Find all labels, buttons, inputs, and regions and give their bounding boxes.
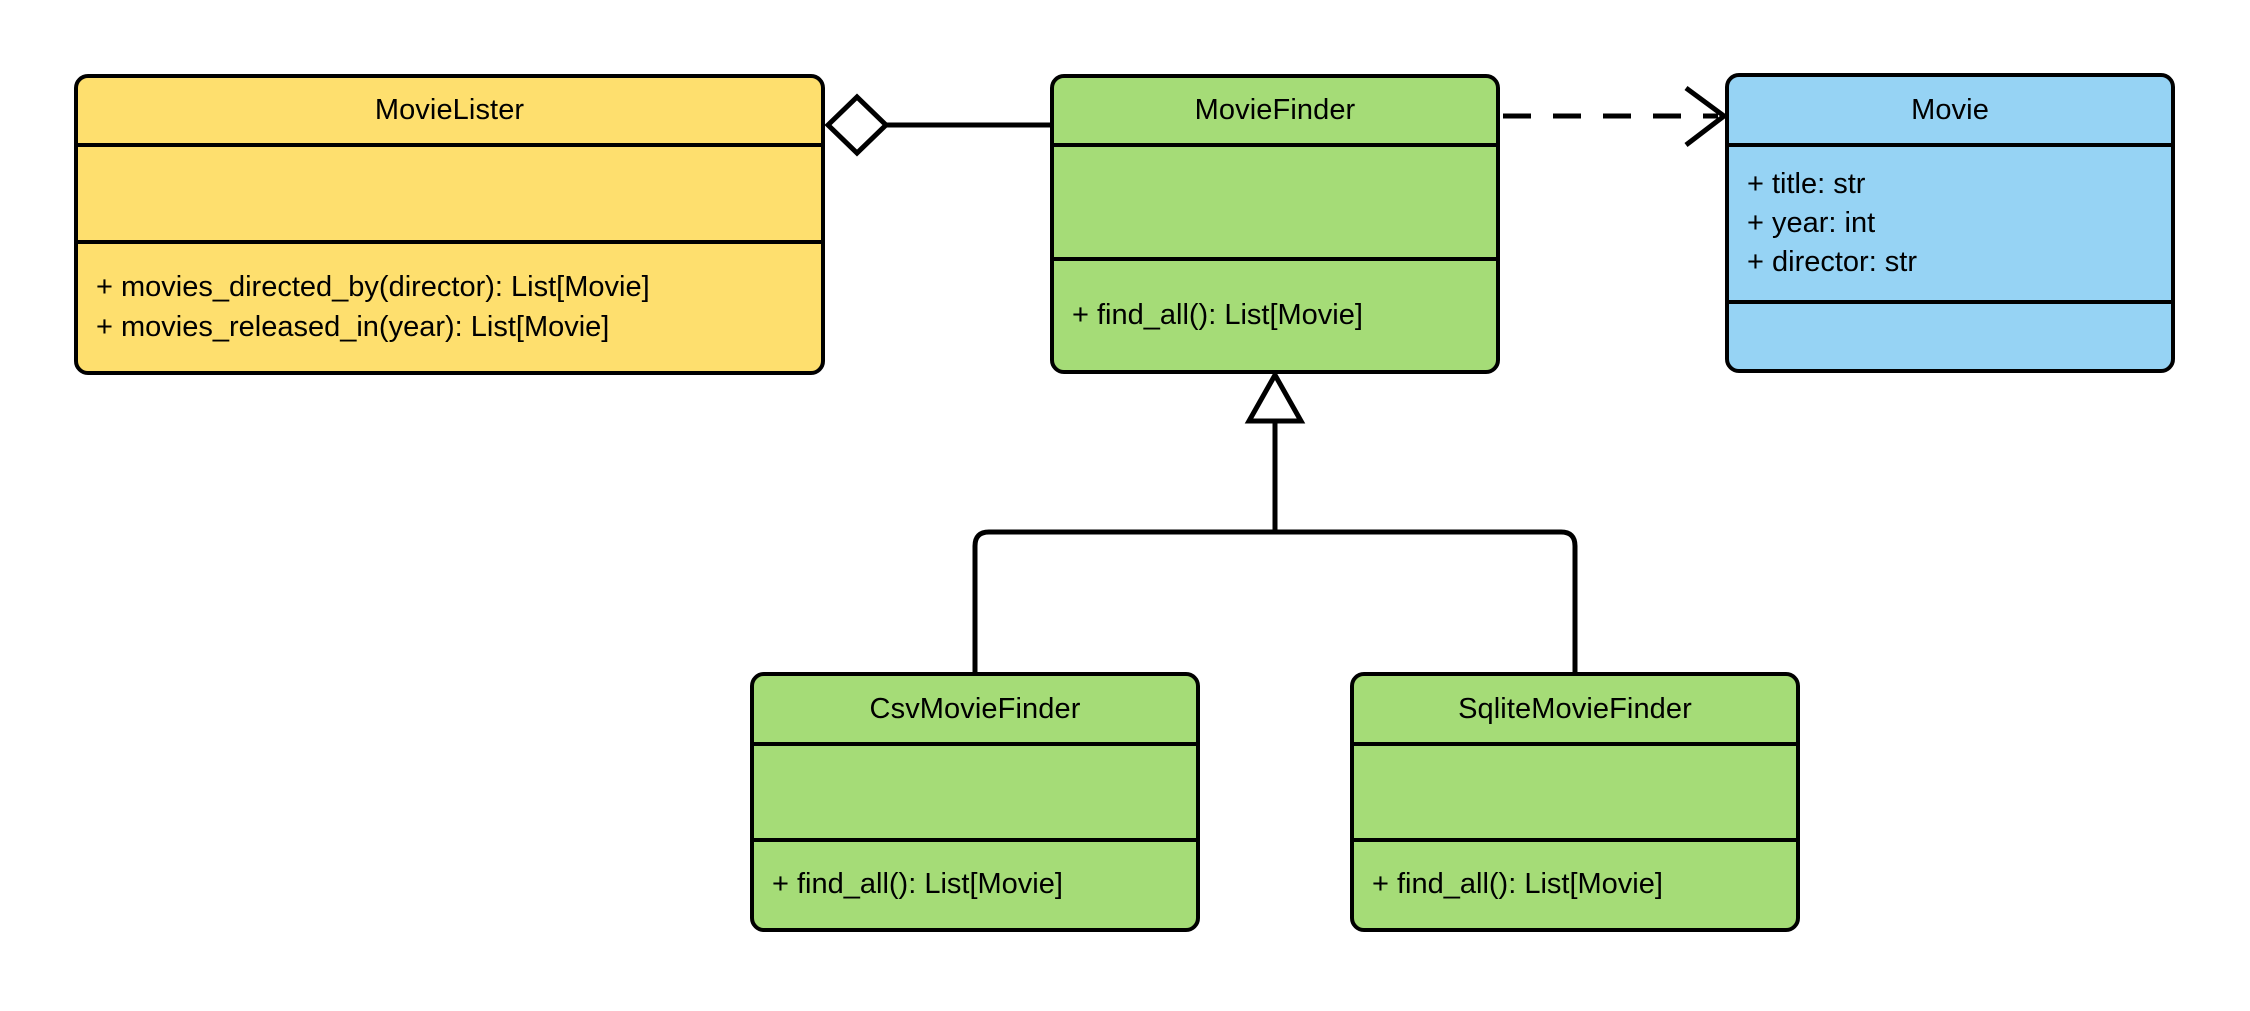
method-line: + movies_directed_by(director): List[Mov… (96, 271, 650, 304)
attribute-line: + year: int (1747, 206, 1876, 239)
class-box-csvmoviefinder[interactable]: CsvMovieFinder + find_all(): List[Movie] (750, 672, 1200, 932)
open-arrowhead-icon (1684, 85, 1729, 147)
attributes-compartment-movielister (78, 143, 821, 240)
class-name-moviefinder: MovieFinder (1194, 94, 1356, 126)
generalization-branch-path (972, 529, 1578, 672)
methods-compartment-sqlitemoviefinder: + find_all(): List[Movie] (1354, 838, 1796, 928)
class-box-movie[interactable]: Movie + title: str + year: int + directo… (1725, 73, 2175, 373)
class-name-sqlitemoviefinder: SqliteMovieFinder (1458, 692, 1692, 725)
class-box-moviefinder[interactable]: MovieFinder + find_all(): List[Movie] (1050, 74, 1500, 374)
method-line: + movies_released_in(year): List[Movie] (96, 310, 610, 343)
attribute-line: + title: str (1747, 167, 1866, 200)
methods-compartment-moviefinder: + find_all(): List[Movie] (1054, 257, 1496, 370)
class-name-movie: Movie (1911, 93, 1989, 126)
class-box-movielister[interactable]: MovieLister + movies_directed_by(directo… (74, 74, 825, 375)
methods-compartment-movie (1729, 300, 2171, 369)
hollow-diamond-icon (824, 93, 890, 157)
class-name-movielister: MovieLister (374, 94, 525, 126)
edge-generalization-tree (972, 369, 1578, 672)
edge-aggregation-movielister-moviefinder (824, 93, 1050, 157)
method-line: + find_all(): List[Movie] (1372, 868, 1663, 901)
class-name-csvmoviefinder: CsvMovieFinder (869, 692, 1081, 725)
attribute-line: + director: str (1747, 246, 1918, 279)
hollow-triangle-icon (1244, 369, 1306, 424)
methods-compartment-csvmoviefinder: + find_all(): List[Movie] (754, 838, 1196, 928)
attributes-compartment-csvmoviefinder (754, 742, 1196, 838)
method-line: + find_all(): List[Movie] (1072, 298, 1363, 331)
attributes-compartment-sqlitemoviefinder (1354, 742, 1796, 838)
method-line: + find_all(): List[Movie] (772, 868, 1063, 901)
edge-dependency-moviefinder-movie (1503, 85, 1729, 147)
attributes-compartment-moviefinder (1054, 143, 1496, 257)
attributes-compartment-movie: + title: str + year: int + director: str (1729, 143, 2171, 300)
class-box-sqlitemoviefinder[interactable]: SqliteMovieFinder + find_all(): List[Mov… (1350, 672, 1800, 932)
methods-compartment-movielister: + movies_directed_by(director): List[Mov… (78, 240, 821, 371)
